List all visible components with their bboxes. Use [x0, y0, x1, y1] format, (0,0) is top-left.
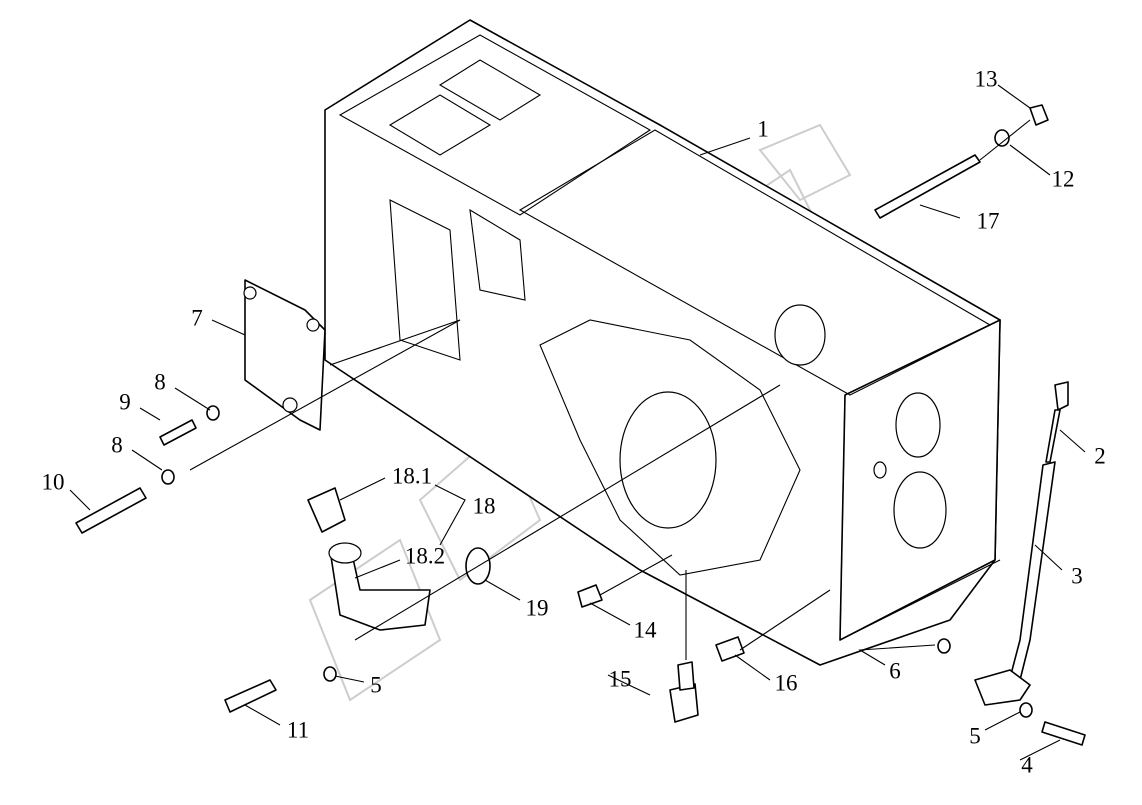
callout-11: 11 — [287, 717, 309, 742]
callout-4: 4 — [1021, 752, 1033, 777]
callout-13: 13 — [975, 66, 998, 91]
callout-14: 14 — [634, 617, 658, 642]
callout-18: 18 — [473, 493, 496, 518]
stud-parts — [874, 104, 1049, 219]
leader-lines — [69, 84, 1086, 761]
callout-3: 3 — [1071, 563, 1083, 588]
filler-parts — [224, 487, 491, 713]
callout-1: 1 — [757, 116, 769, 141]
callout-2: 2 — [1094, 443, 1106, 468]
callout-9: 9 — [119, 389, 131, 414]
callout-15: 15 — [609, 666, 632, 691]
callout-12: 12 — [1052, 166, 1075, 191]
callout-8-upper: 8 — [154, 369, 166, 394]
callout-6: 6 — [889, 658, 901, 683]
pins-and-plug — [577, 584, 745, 723]
callout-18-1: 18.1 — [392, 463, 432, 488]
cover-fasteners — [75, 405, 220, 534]
callout-5-elbow: 5 — [370, 672, 382, 697]
housing-part — [324, 19, 1001, 666]
callout-19: 19 — [526, 595, 549, 620]
callout-16: 16 — [775, 670, 798, 695]
dipstick-parts — [937, 381, 1086, 746]
callout-18-2: 18.2 — [405, 543, 445, 568]
callout-17: 17 — [977, 208, 1000, 233]
callout-8-lower: 8 — [111, 432, 123, 457]
callout-labels: 1 2 3 4 5 5 6 7 8 8 9 10 11 12 13 14 15 … — [42, 66, 1106, 777]
callout-7: 7 — [191, 305, 203, 330]
callout-10: 10 — [42, 469, 65, 494]
cover-part — [243, 279, 326, 431]
callout-5-tube: 5 — [969, 723, 981, 748]
